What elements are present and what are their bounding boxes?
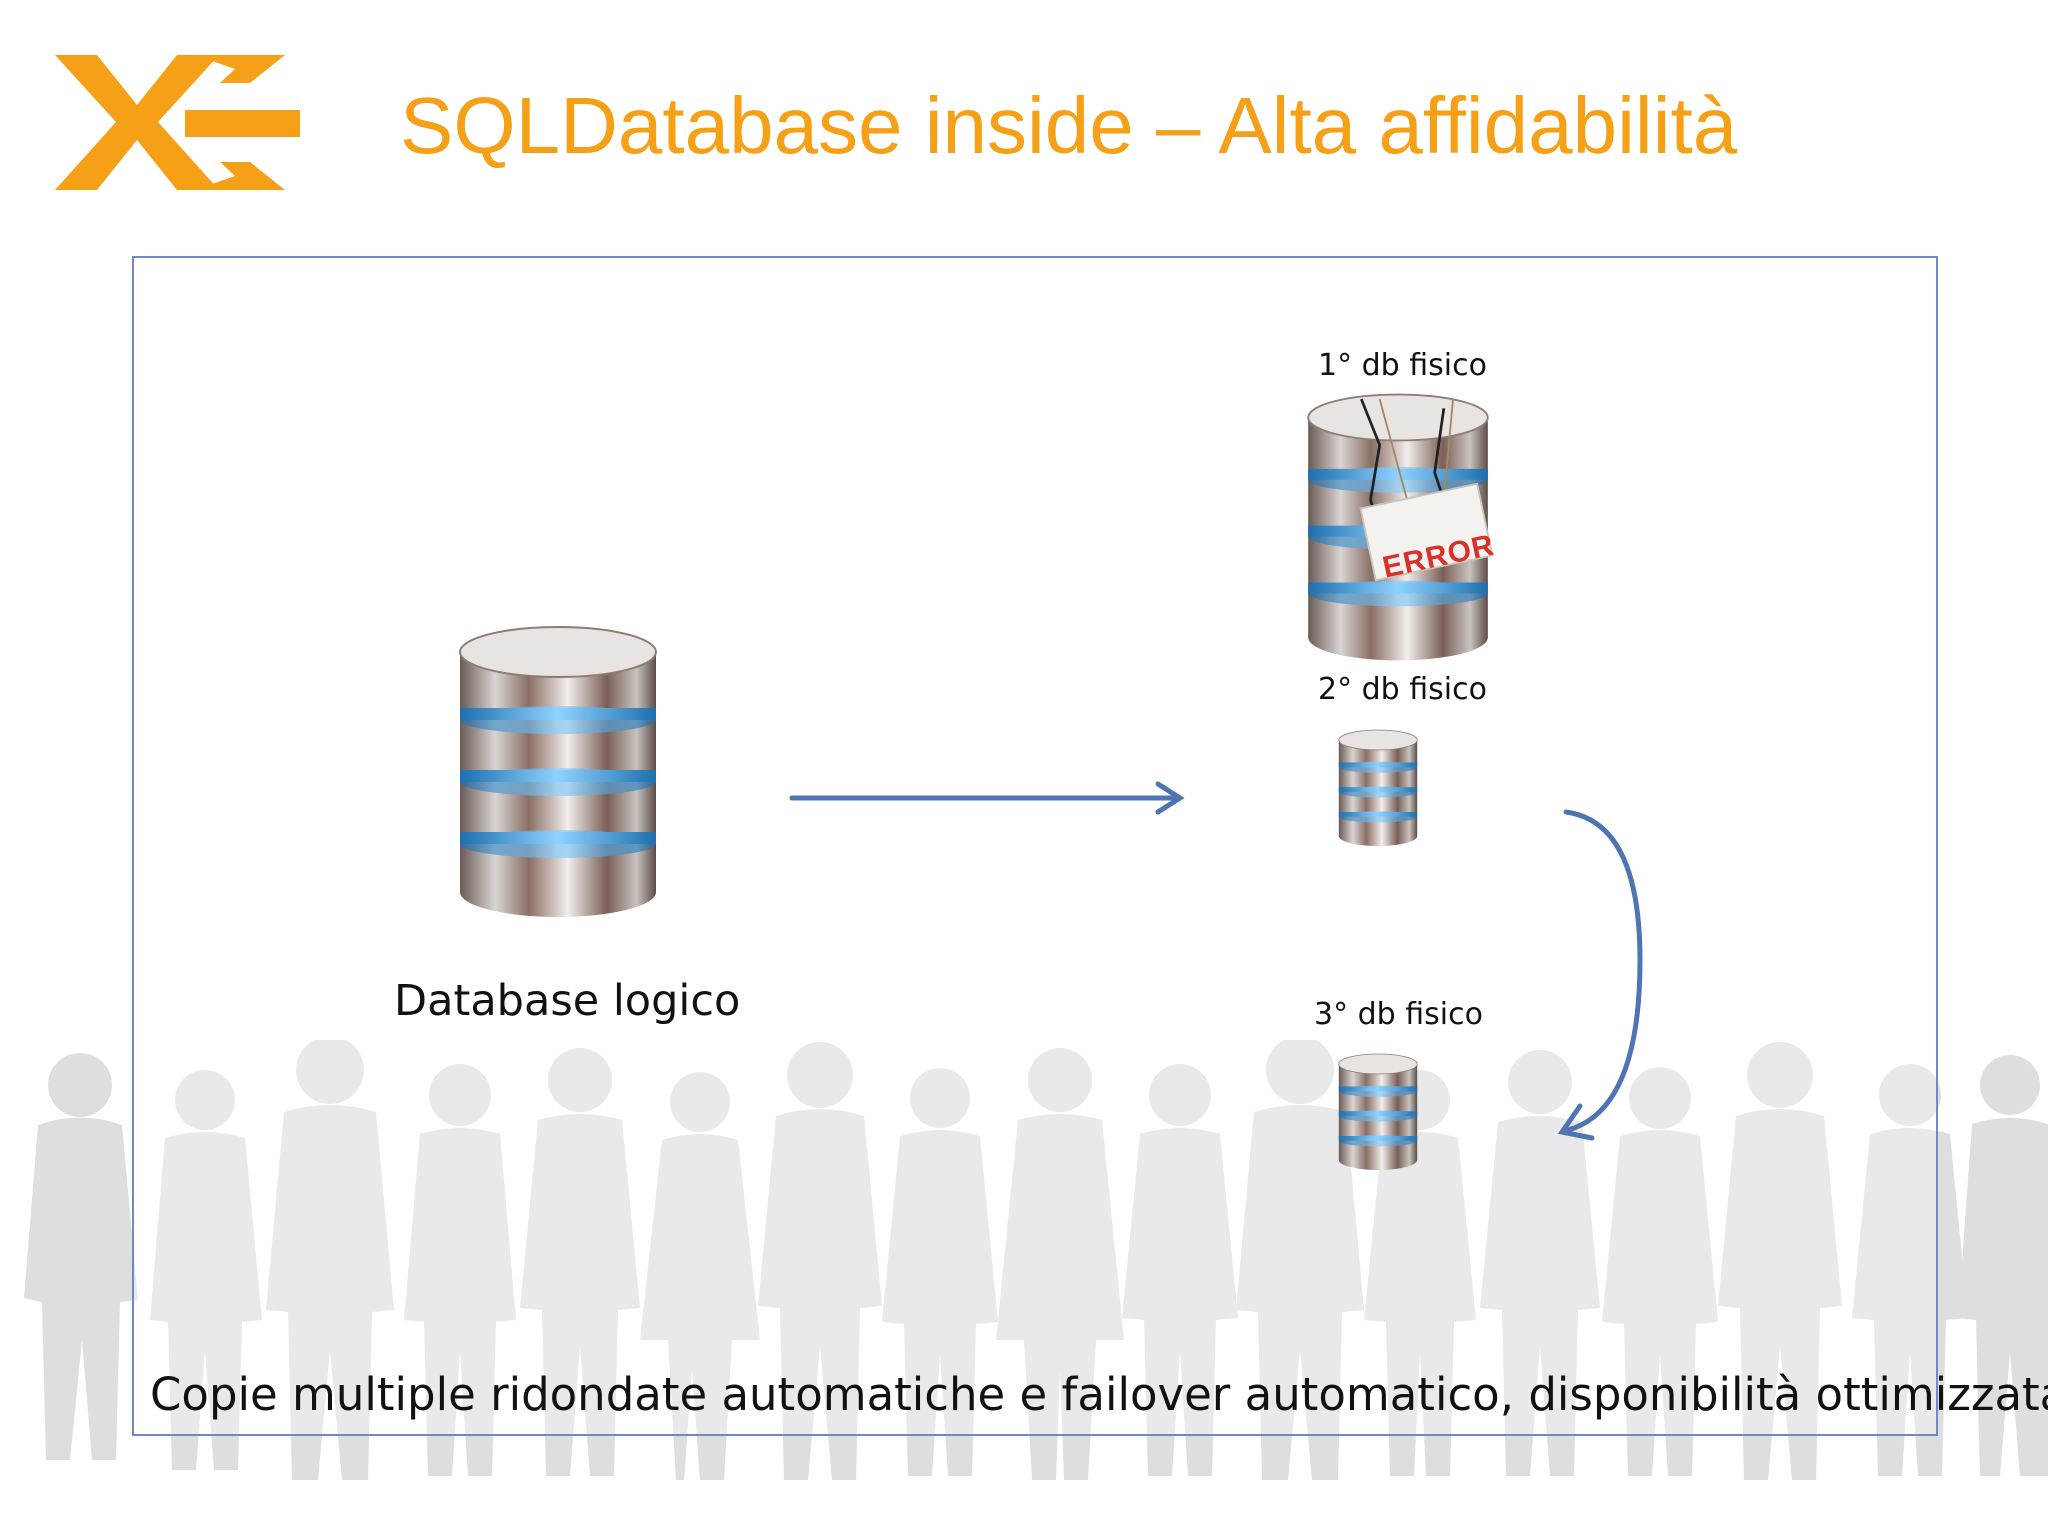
person-silhouette <box>1602 1067 1718 1476</box>
person-silhouette <box>1236 1040 1364 1480</box>
person-silhouette <box>996 1048 1124 1480</box>
person-silhouette <box>882 1068 998 1476</box>
person-silhouette <box>1480 1050 1600 1476</box>
person-silhouette <box>24 1053 138 1460</box>
xe-logo <box>55 55 300 190</box>
person-silhouette <box>1852 1064 1968 1476</box>
diagram-frame <box>132 256 1938 1436</box>
failover-arrow-head <box>1557 1103 1595 1141</box>
db-fisico-2-label: 2° db fisico <box>1318 672 1487 707</box>
person-silhouette <box>404 1064 516 1476</box>
person-silhouette <box>266 1040 394 1480</box>
database-logico-label: Database logico <box>394 976 741 1026</box>
db-fisico-3-label: 3° db fisico <box>1314 997 1483 1032</box>
people-silhouettes-background <box>24 1040 2048 1480</box>
db-fisico-1-label: 1° db fisico <box>1318 348 1487 383</box>
person-silhouette <box>758 1042 882 1480</box>
person-silhouette <box>150 1070 262 1470</box>
person-silhouette <box>520 1048 640 1476</box>
caption: Copie multiple ridondate automatiche e f… <box>150 1368 2048 1421</box>
failover-arrow <box>1563 809 1643 1133</box>
person-silhouette <box>1718 1042 1842 1480</box>
person-silhouette <box>1122 1064 1238 1476</box>
database-error-icon <box>1307 393 1494 662</box>
person-silhouette <box>640 1072 760 1480</box>
person-silhouette <box>1958 1055 2048 1476</box>
page-title: SQLDatabase inside – Alta affidabilità <box>400 81 1738 170</box>
arrow-right-head <box>1155 781 1185 815</box>
